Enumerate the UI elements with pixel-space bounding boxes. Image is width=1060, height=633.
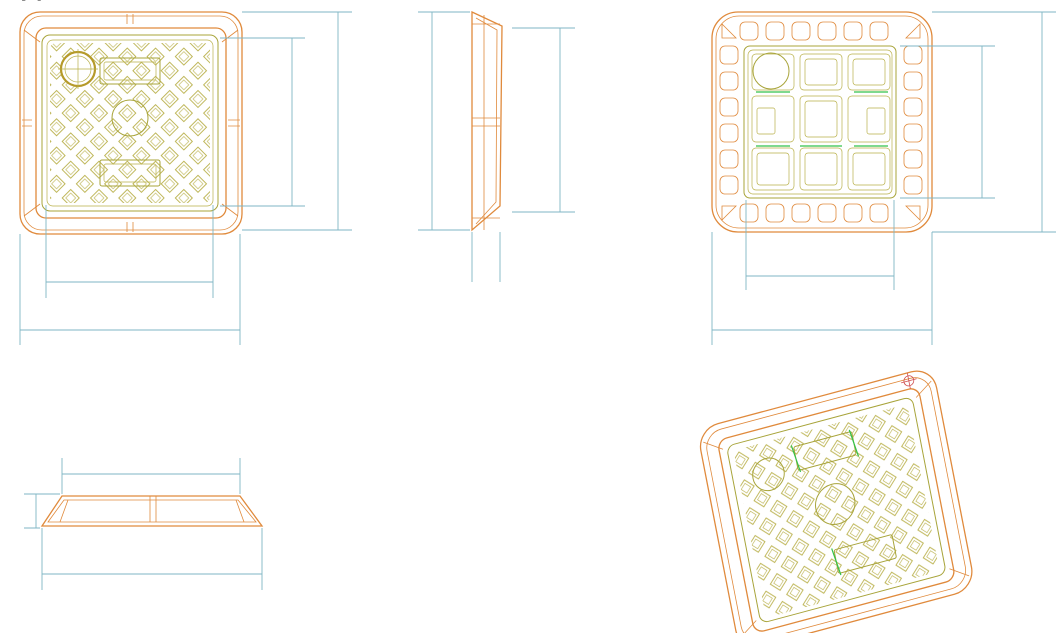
side-view-body [471,10,503,232]
bottom-view: 176 260 176 260 [0,0,1056,345]
top-inner-height-label: 200 [0,0,47,7]
side-depth-label: 40 [0,0,31,7]
top-inner-width-label: 200 [0,0,47,7]
bottom-inner-height-label: 176 [0,0,47,7]
top-view: 200 260 200 260 [0,0,352,345]
bottom-outer-width-label: 260 [0,0,47,7]
side-height-label: 260 [0,0,47,7]
front-view-dimensions [24,458,263,590]
bottom-view-dimensions [711,11,1056,345]
top-outer-height-label: 260 [0,0,47,7]
side-inner-height-label: 216 [0,0,47,7]
top-view-dimensions [19,11,352,345]
top-view-body [19,11,243,235]
bottom-inner-width-label: 176 [0,0,47,7]
side-view: 260 216 40 [0,0,575,282]
side-view-dimensions [418,11,575,282]
bottom-view-body [711,11,933,233]
front-depth-label: 40 [0,0,31,7]
crosshair-icon [901,372,917,389]
isometric-view [699,370,973,633]
front-bottom-width-label: 260 [0,0,47,7]
front-view: 216 40 260 [0,0,264,590]
front-top-width-label: 216 [0,0,47,7]
top-outer-width-label: 260 [0,0,47,7]
front-view-body [40,495,264,527]
bottom-outer-height-label: 260 [0,0,47,7]
